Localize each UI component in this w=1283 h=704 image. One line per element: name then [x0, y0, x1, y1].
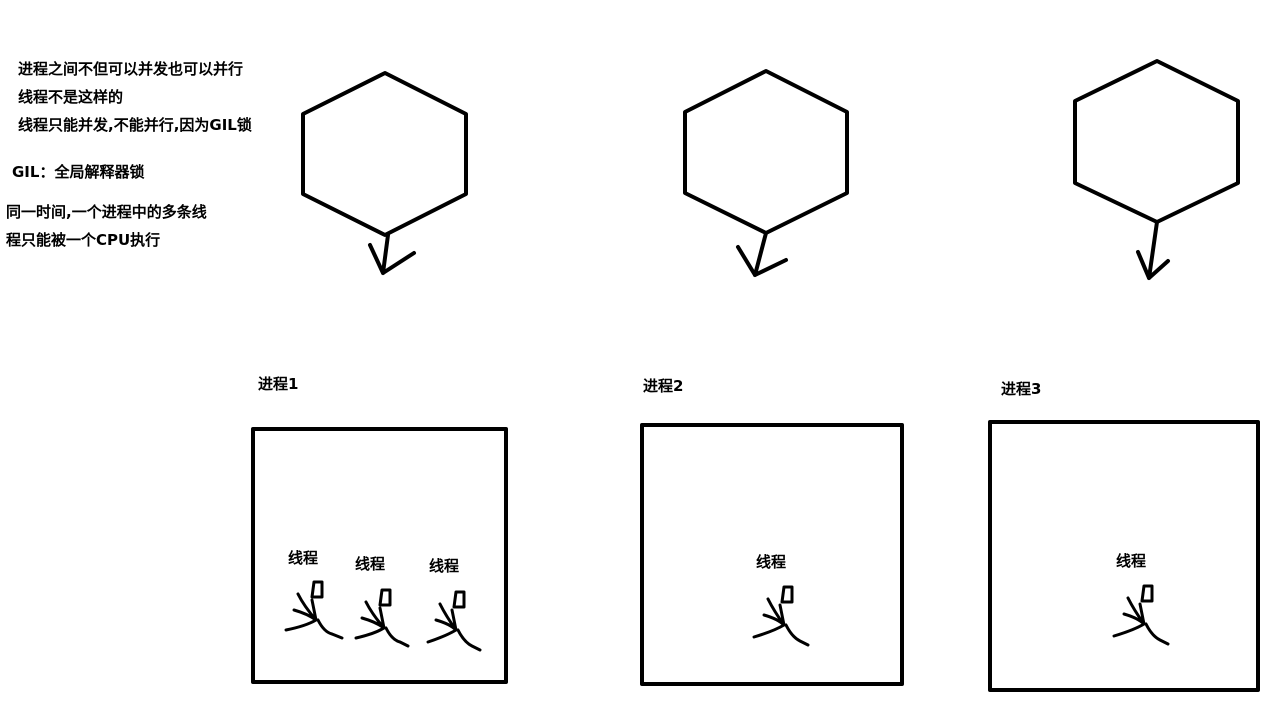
thread-stick-figure-icon — [426, 590, 482, 652]
cpu-3 — [1073, 59, 1240, 280]
hexagon-cpu-icon — [683, 69, 849, 235]
down-arrow-icon — [368, 233, 416, 275]
process-box-1 — [251, 427, 508, 684]
thread-stick-figure-icon — [284, 580, 344, 640]
cpu-2 — [683, 69, 849, 277]
process-box-3 — [988, 420, 1260, 692]
note-line-4: GIL：全局解释器锁 — [12, 163, 145, 181]
thread-label: 线程 — [1116, 552, 1147, 570]
thread-stick-figure-icon — [1112, 584, 1170, 646]
down-arrow-icon — [736, 231, 788, 277]
thread-label: 线程 — [429, 557, 460, 575]
thread-label: 线程 — [756, 553, 787, 571]
process-box-2 — [640, 423, 904, 686]
note-line-5: 同一时间,一个进程中的多条线 — [6, 203, 207, 221]
hexagon-cpu-icon — [301, 71, 468, 237]
hexagon-cpu-icon — [1073, 59, 1240, 224]
cpu-1 — [301, 71, 468, 275]
note-line-6: 程只能被一个CPU执行 — [6, 231, 161, 249]
process-label-1: 进程1 — [258, 375, 299, 393]
thread-label: 线程 — [355, 555, 386, 573]
thread-stick-figure-icon — [354, 588, 410, 648]
thread-label: 线程 — [288, 549, 319, 567]
process-label-2: 进程2 — [643, 377, 684, 395]
note-line-1: 进程之间不但可以并发也可以并行 — [18, 60, 244, 78]
thread-stick-figure-icon — [752, 585, 810, 647]
note-line-3: 线程只能并发,不能并行,因为GIL锁 — [18, 116, 252, 134]
note-line-2: 线程不是这样的 — [18, 88, 124, 106]
down-arrow-icon — [1136, 220, 1170, 280]
process-label-3: 进程3 — [1001, 380, 1042, 398]
